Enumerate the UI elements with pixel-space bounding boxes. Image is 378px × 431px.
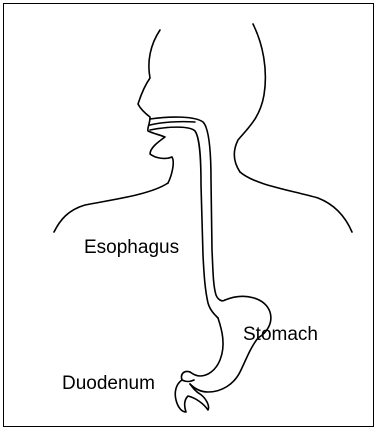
mouth-line (150, 122, 195, 125)
head-profile-outline (138, 30, 173, 183)
esophagus-outer-wall (150, 117, 225, 301)
stomach-inner-curve (190, 318, 223, 376)
left-shoulder-outline (54, 183, 168, 232)
label-esophagus: Esophagus (84, 238, 179, 257)
label-stomach: Stomach (243, 325, 318, 344)
back-of-head-outline (234, 24, 265, 172)
label-duodenum: Duodenum (62, 374, 155, 393)
right-shoulder-outline (240, 172, 352, 232)
esophagus-inner-wall (150, 127, 218, 318)
duodenum-fold (182, 380, 194, 382)
